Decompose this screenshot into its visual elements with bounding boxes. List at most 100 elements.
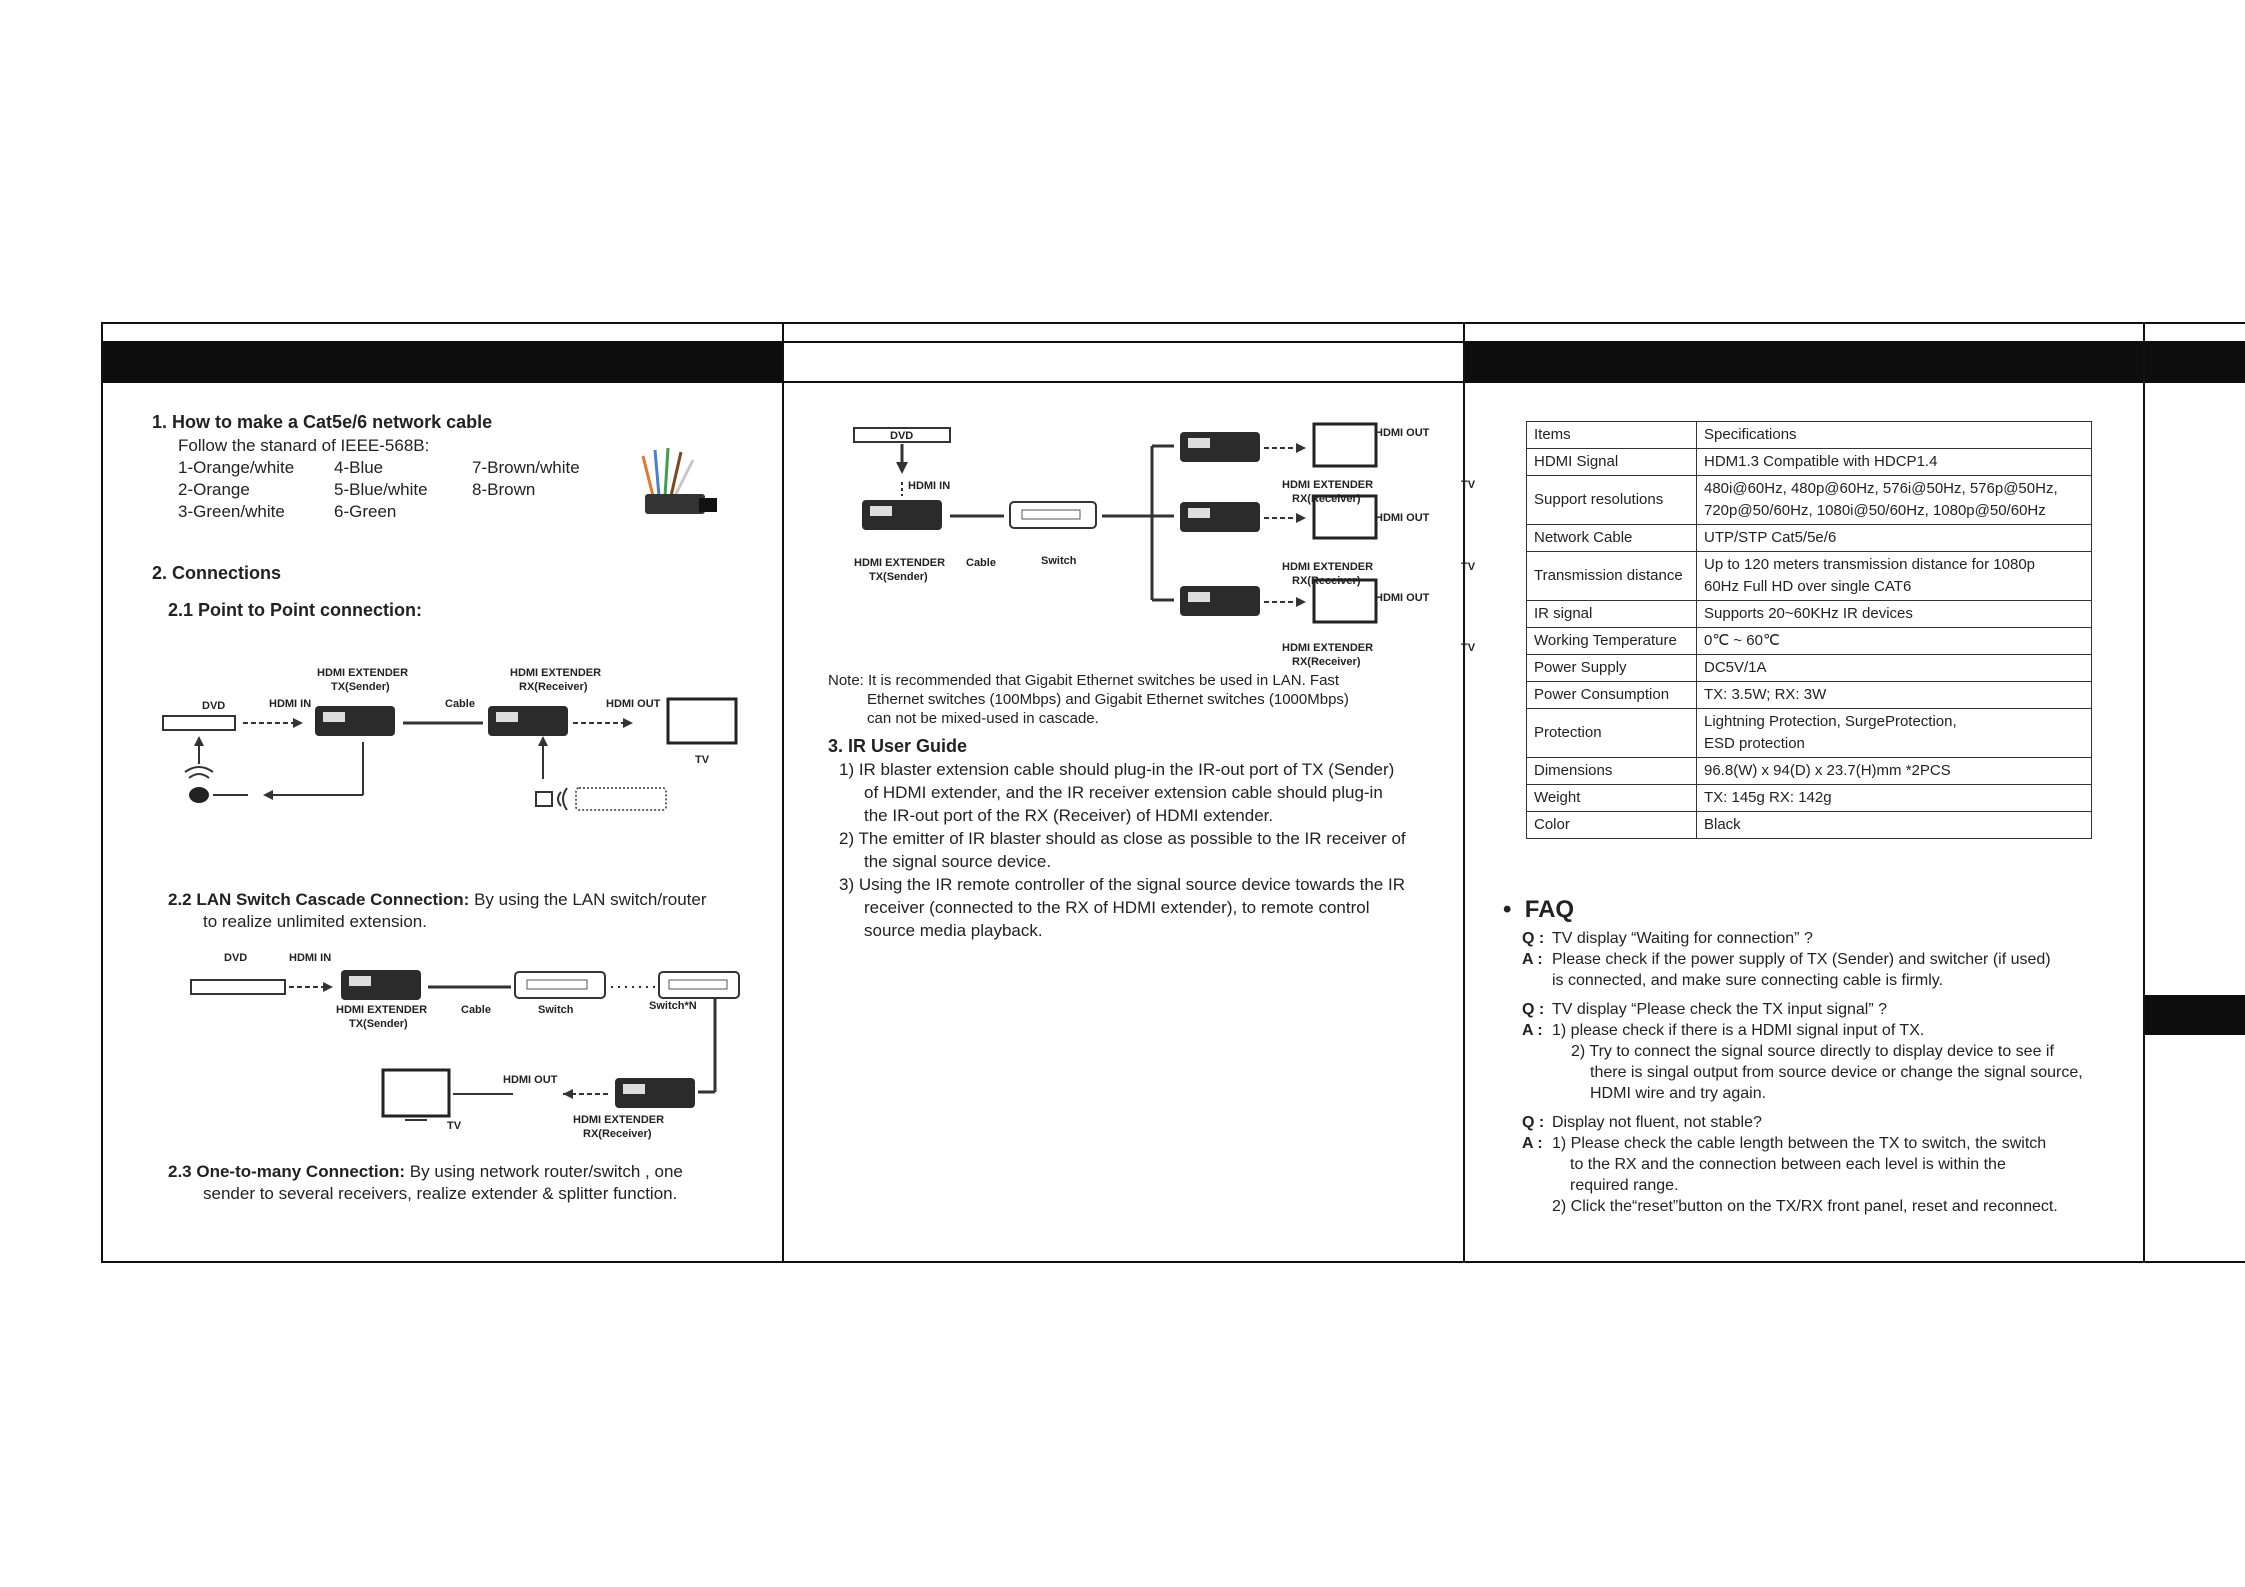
faq-a3-cont: to the RX and the connection between eac… <box>1522 1154 2142 1175</box>
faq-list: Q :TV display “Waiting for connection” ?… <box>1522 928 2142 1217</box>
otm-tv-3: TV <box>1461 642 1476 654</box>
one-title-line: 2.3 One-to-many Connection: By using net… <box>168 1161 683 1183</box>
spec-value: 480i@60Hz, 480p@60Hz, 576i@50Hz, 576p@50… <box>1696 475 2092 525</box>
pin-6: 6-Green <box>334 502 397 521</box>
colon: : <box>1537 1022 1543 1039</box>
spec-item: Dimensions <box>1526 757 1697 785</box>
a-marker: A <box>1522 1022 1533 1039</box>
table-row: Working Temperature 0℃ ~ 60℃ <box>1526 627 2092 655</box>
p2p-tv-label: TV <box>695 754 710 766</box>
manual-sheet: 1. How to make a Cat5e/6 network cable F… <box>101 322 2245 1263</box>
ir-line-3: the IR-out port of the RX (Receiver) of … <box>864 806 1274 825</box>
ir-line-2: of HDMI extender, and the IR receiver ex… <box>864 783 1383 802</box>
faq-a3-cont: required range. <box>1522 1175 2142 1196</box>
spec-value-line: 480i@60Hz, 480p@60Hz, 576i@50Hz, 576p@50… <box>1704 480 2058 497</box>
pin-8: 8-Brown <box>472 480 536 499</box>
faq-a2-text-2: 2) Try to connect the signal source dire… <box>1571 1043 2054 1060</box>
a-marker: A <box>1522 951 1533 968</box>
otm-rx2-label-2: RX(Receiver) <box>1292 575 1361 587</box>
pin-7: 7-Brown/white <box>472 458 580 477</box>
pin-2: 2-Orange <box>178 480 250 499</box>
spec-item: Transmission distance <box>1526 551 1697 601</box>
table-row: Power Consumption TX: 3.5W; RX: 3W <box>1526 681 2092 709</box>
one-text: By using network router/switch , one <box>405 1162 683 1181</box>
spec-value: Black <box>1696 811 2092 839</box>
spec-item: Power Supply <box>1526 654 1697 682</box>
rj45-cable-illustration <box>641 447 717 514</box>
spec-item: Weight <box>1526 784 1697 812</box>
faq-a2: A :1) please check if there is a HDMI si… <box>1522 1020 2142 1041</box>
faq-a3: A :1) Please check the cable length betw… <box>1522 1133 2142 1154</box>
lan-title-line: 2.2 LAN Switch Cascade Connection: By us… <box>168 889 707 911</box>
lan-hdmi-in-label: HDMI IN <box>289 952 332 964</box>
table-row: Network Cable UTP/STP Cat5/5e/6 <box>1526 524 2092 552</box>
note-line-1: Note: It is recommended that Gigabit Eth… <box>828 672 1340 689</box>
p2p-title: 2.1 Point to Point connection: <box>168 600 422 620</box>
ir-line-7: receiver (connected to the RX of HDMI ex… <box>864 898 1370 917</box>
spec-item: HDMI Signal <box>1526 448 1697 476</box>
spec-item: IR signal <box>1526 600 1697 628</box>
otm-rx2-label-1: HDMI EXTENDER <box>1282 561 1374 573</box>
otm-dvd-label: DVD <box>890 430 914 442</box>
otm-tv-2: TV <box>1461 561 1476 573</box>
table-row: IR signal Supports 20~60KHz IR devices <box>1526 600 2092 628</box>
colon: : <box>1538 1114 1545 1131</box>
table-row: Dimensions 96.8(W) x 94(D) x 23.7(H)mm *… <box>1526 757 2092 785</box>
spec-value-line: 60Hz Full HD over single CAT6 <box>1704 578 1912 595</box>
header-band <box>2145 341 2245 383</box>
table-row: HDMI Signal HDM1.3 Compatible with HDCP1… <box>1526 448 2092 476</box>
table-row: Transmission distance Up to 120 meters t… <box>1526 551 2092 601</box>
otm-hdmi-in-label: HDMI IN <box>908 480 951 492</box>
faq-a1: A :Please check if the power supply of T… <box>1522 949 2142 970</box>
lan-hdmi-out-label: HDMI OUT <box>503 1074 558 1086</box>
table-row: Color Black <box>1526 811 2092 839</box>
spec-item: Power Consumption <box>1526 681 1697 709</box>
lan-switch-n-label: Switch*N <box>649 1000 697 1012</box>
p2p-cable-label: Cable <box>445 698 475 710</box>
faq-q2-text: TV display “Please check the TX input si… <box>1552 1001 1887 1018</box>
panel-connections: 1. How to make a Cat5e/6 network cable F… <box>103 324 784 1261</box>
spec-value: 0℃ ~ 60℃ <box>1696 627 2092 655</box>
lan-text: By using the LAN switch/router <box>469 890 707 909</box>
spec-value: Lightning Protection, SurgeProtection,ES… <box>1696 708 2092 758</box>
otm-switch-label: Switch <box>1041 555 1077 567</box>
lan-cascade-diagram <box>190 970 740 1121</box>
lan-text-2: to realize unlimited extension. <box>203 912 427 931</box>
spec-header-specifications: Specifications <box>1696 421 2092 449</box>
section2-title: 2. Connections <box>152 563 282 583</box>
p2p-dvd-label: DVD <box>202 700 226 712</box>
note-line-2: Ethernet switches (100Mbps) and Gigabit … <box>867 691 1349 708</box>
faq-a2-text: 1) please check if there is a HDMI signa… <box>1552 1022 1925 1039</box>
pin-1: 1-Orange/white <box>178 458 295 477</box>
p2p-hdmi-out-label: HDMI OUT <box>606 698 661 710</box>
lan-tv-label: TV <box>447 1120 462 1132</box>
faq-a3-text-2: to the RX and the connection between eac… <box>1570 1156 2006 1173</box>
ir-line-8: source media playback. <box>864 921 1043 940</box>
colon: : <box>1538 930 1545 947</box>
lan-rx-label-1: HDMI EXTENDER <box>573 1114 665 1126</box>
lan-title: 2.2 LAN Switch Cascade Connection: <box>168 890 470 909</box>
p2p-diagram <box>162 697 738 811</box>
spec-item: Support resolutions <box>1526 475 1697 525</box>
p2p-tx-label-2: TX(Sender) <box>331 681 390 693</box>
faq-title: FAQ <box>1524 896 1575 923</box>
faq-a3-text-4: 2) Click the“reset”button on the TX/RX f… <box>1552 1198 2058 1215</box>
lan-rx-label-2: RX(Receiver) <box>583 1128 652 1140</box>
spec-value: 96.8(W) x 94(D) x 23.7(H)mm *2PCS <box>1696 757 2092 785</box>
lan-tx-label-1: HDMI EXTENDER <box>336 1004 428 1016</box>
panel-ir-guide: DVD HDMI IN HDMI EXTENDER TX(Sender) Cab… <box>784 324 1475 1261</box>
spec-value: UTP/STP Cat5/5e/6 <box>1696 524 2092 552</box>
q-marker: Q <box>1522 1114 1535 1131</box>
one-title: 2.3 One-to-many Connection: <box>168 1162 406 1181</box>
pin-5: 5-Blue/white <box>334 480 428 499</box>
faq-a1-cont: is connected, and make sure connecting c… <box>1522 970 2142 991</box>
one-to-many-diagram <box>853 422 1378 624</box>
faq-a1-text-2: is connected, and make sure connecting c… <box>1552 972 1944 989</box>
otm-hdmi-out-3: HDMI OUT <box>1375 592 1430 604</box>
faq-a3-text-3: required range. <box>1570 1177 1679 1194</box>
otm-rx3-label-1: HDMI EXTENDER <box>1282 642 1374 654</box>
ir-guide-title: 3. IR User Guide <box>828 736 968 756</box>
spec-item: Working Temperature <box>1526 627 1697 655</box>
pin-3: 3-Green/white <box>178 502 285 521</box>
table-row: Support resolutions 480i@60Hz, 480p@60Hz… <box>1526 475 2092 525</box>
